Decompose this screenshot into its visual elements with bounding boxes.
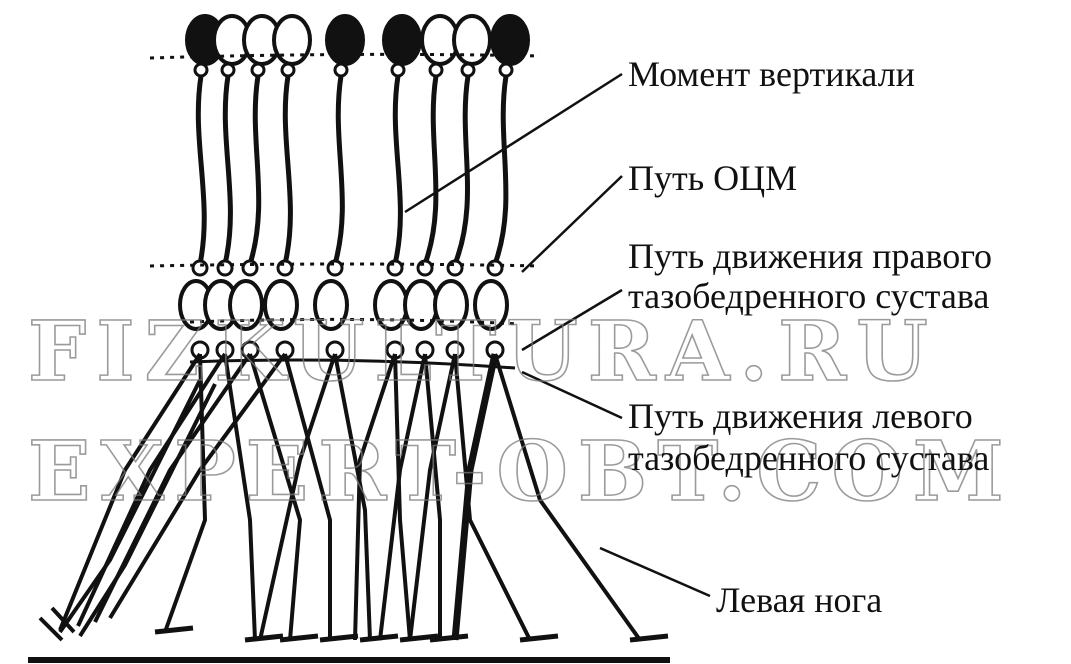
- shoulder-joint: [193, 261, 207, 275]
- neck-joint: [335, 64, 347, 76]
- figure-trunk: [495, 76, 506, 264]
- figure-trunk: [455, 76, 468, 264]
- neck-joint: [282, 64, 294, 76]
- label-right-hip-path-line1: Путь движения правого: [628, 236, 992, 276]
- label-vertical-moment: Момент вертикали: [628, 54, 915, 94]
- label-left-leg: Левая нога: [716, 580, 882, 620]
- leader-left-leg: [600, 548, 710, 596]
- foot: [245, 636, 283, 640]
- figure-trunk: [395, 76, 400, 264]
- label-left-hip-path-line2: тазобедренного сустава: [628, 438, 989, 478]
- label-right-hip-path-line2: тазобедренного сустава: [628, 276, 989, 316]
- shoulder-joint: [488, 261, 502, 275]
- figure-head: [454, 16, 490, 64]
- foot: [155, 628, 193, 632]
- neck-joint: [500, 64, 512, 76]
- neck-joint: [392, 64, 404, 76]
- figure-head: [327, 16, 363, 64]
- shoulder-joint: [418, 261, 432, 275]
- shoulder-joint: [218, 261, 232, 275]
- figure-trunk: [335, 76, 342, 264]
- leader-ocm-path: [522, 176, 622, 272]
- foot: [320, 636, 358, 640]
- neck-joint: [430, 64, 442, 76]
- ocm-path: [150, 264, 540, 266]
- neck-joint: [252, 64, 264, 76]
- label-ocm-path: Путь ОЦМ: [628, 158, 797, 198]
- foot: [520, 636, 558, 640]
- figure-trunk: [285, 76, 290, 264]
- neck-joint: [222, 64, 234, 76]
- figure-head: [384, 16, 420, 64]
- neck-joint: [195, 64, 207, 76]
- figure-trunk: [250, 76, 259, 264]
- figure-head: [274, 16, 310, 64]
- figure-trunk: [198, 76, 204, 264]
- shoulder-joint: [388, 261, 402, 275]
- leader-vertical-moment: [405, 74, 622, 212]
- label-left-hip-path-line1: Путь движения левого: [628, 396, 973, 436]
- figure-trunk: [225, 76, 230, 264]
- neck-joint: [462, 64, 474, 76]
- foot: [280, 636, 318, 640]
- watermark-line-1: FIZKULTURA.RU: [28, 304, 938, 400]
- figure-trunk: [425, 76, 436, 264]
- shoulder-joint: [278, 261, 292, 275]
